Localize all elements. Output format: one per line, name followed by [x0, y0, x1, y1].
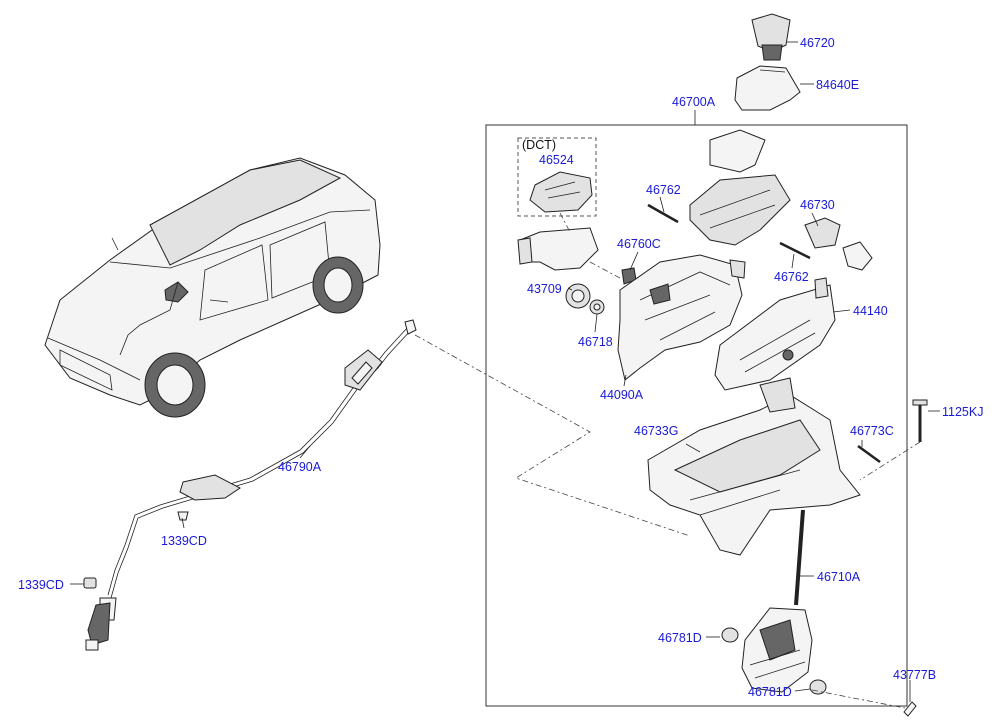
label-1339CD-lower: 1339CD: [18, 578, 64, 592]
label-43709: 43709: [527, 282, 562, 296]
label-46773C: 46773C: [850, 424, 894, 438]
housing-44090A: [617, 254, 746, 381]
label-46710A: 46710A: [817, 570, 861, 584]
lever-46710A: [741, 509, 813, 693]
part-46730: [804, 217, 873, 271]
label-43777B: 43777B: [893, 668, 937, 682]
boot-84640E: [734, 65, 801, 111]
label-84640E: 84640E: [816, 78, 860, 92]
part-46524: [529, 171, 593, 213]
label-44140: 44140: [853, 304, 888, 318]
label-46781D-upper: 46781D: [658, 631, 702, 645]
part-43709-bracket: [517, 227, 599, 271]
part-46760C-sensor: [589, 261, 637, 285]
label-1125KJ: 1125KJ: [942, 405, 984, 419]
shift-cable-46790A: [83, 319, 417, 651]
label-46730: 46730: [800, 198, 835, 212]
pin-46773C: [857, 444, 881, 464]
label-46720: 46720: [800, 36, 835, 50]
part-43709-solenoid: [565, 283, 591, 309]
cover-44140: [714, 277, 836, 391]
pin-46762-upper: [647, 203, 679, 224]
bushing-46781D-upper: [721, 627, 739, 643]
label-46790A: 46790A: [278, 460, 322, 474]
part-46718-washer: [589, 299, 605, 315]
shift-knob-46720: [751, 13, 791, 61]
label-46762-upper: 46762: [646, 183, 681, 197]
label-46524: 46524: [539, 153, 574, 167]
clip-43777B: [903, 701, 917, 717]
label-46733G: 46733G: [634, 424, 679, 438]
label-46781D-lower: 46781D: [748, 685, 792, 699]
label-46760C: 46760C: [617, 237, 661, 251]
assembly-frame: [485, 124, 908, 707]
bracket-46733G: [647, 377, 861, 556]
label-46718: 46718: [578, 335, 613, 349]
bolt-1125KJ: [859, 399, 928, 481]
label-leaders: [70, 41, 940, 702]
label-44090A: 44090A: [600, 388, 644, 402]
cable-leader: [414, 334, 691, 537]
part-top-housing: [689, 129, 791, 246]
label-dct: (DCT): [522, 138, 557, 152]
label-1339CD-upper: 1339CD: [161, 534, 207, 548]
bushing-46781D-lower: [809, 679, 827, 695]
car-illustration: [44, 157, 381, 418]
dct-group-frame: [517, 137, 597, 217]
pin-46762-lower: [779, 241, 811, 260]
label-46700A: 46700A: [672, 95, 716, 109]
label-46762-lower: 46762: [774, 270, 809, 284]
